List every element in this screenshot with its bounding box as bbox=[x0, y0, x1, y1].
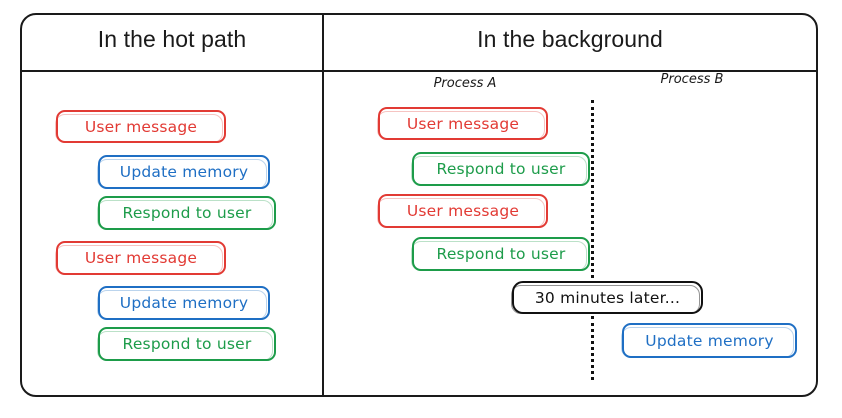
process-divider-upper bbox=[591, 100, 594, 278]
hot-path-node-update-memory-1[interactable]: Update memory bbox=[97, 155, 270, 189]
column-header-hot-path: In the hot path bbox=[97, 26, 247, 52]
hot-path-node-respond-to-user-2[interactable]: Respond to user bbox=[97, 327, 276, 361]
hot-path-node-update-memory-2[interactable]: Update memory bbox=[97, 286, 270, 320]
background-node-respond-to-user-2[interactable]: Respond to user bbox=[411, 237, 590, 271]
header-divider bbox=[20, 70, 818, 72]
background-node-user-message-1[interactable]: User message bbox=[377, 107, 548, 140]
process-b-label: Process B bbox=[660, 72, 724, 87]
hot-path-node-respond-to-user-1[interactable]: Respond to user bbox=[97, 196, 276, 230]
background-node-user-message-2[interactable]: User message bbox=[377, 194, 548, 228]
hot-path-node-user-message-1[interactable]: User message bbox=[55, 110, 226, 143]
process-divider-lower bbox=[591, 316, 594, 380]
column-divider bbox=[322, 13, 324, 397]
background-node-time-gap[interactable]: 30 minutes later... bbox=[511, 281, 703, 314]
column-header-background: In the background bbox=[477, 26, 663, 52]
background-node-update-memory[interactable]: Update memory bbox=[621, 323, 797, 358]
background-node-respond-to-user-1[interactable]: Respond to user bbox=[411, 152, 590, 186]
hot-path-node-user-message-2[interactable]: User message bbox=[55, 241, 226, 275]
process-a-label: Process A bbox=[433, 76, 497, 91]
